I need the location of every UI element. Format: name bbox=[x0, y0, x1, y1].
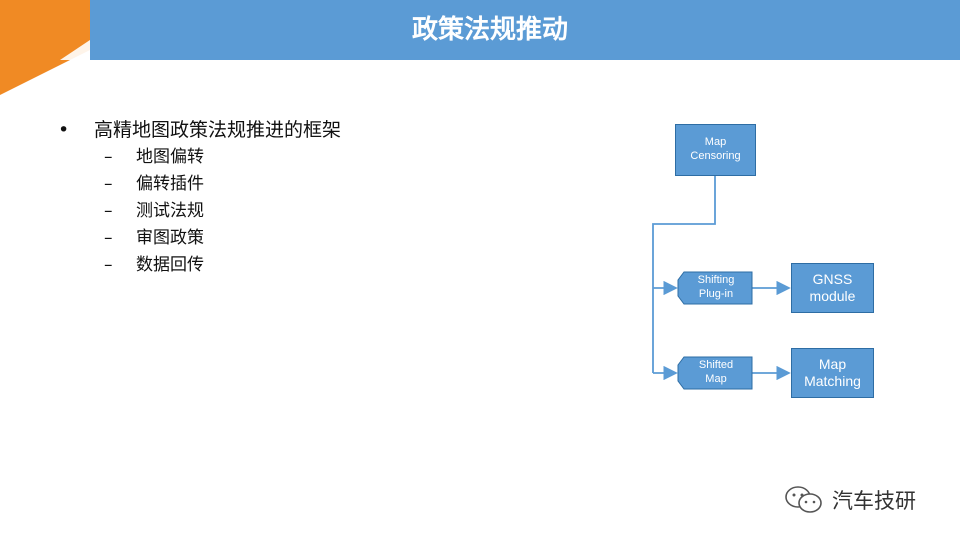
node-label: Plug-in bbox=[698, 288, 734, 300]
node-label: Map bbox=[705, 373, 727, 385]
node-label: Map bbox=[818, 355, 847, 372]
sub-marker: – bbox=[104, 174, 113, 194]
watermark-text: 汽车技研 bbox=[832, 489, 916, 513]
sub-item-text: 偏转插件 bbox=[136, 174, 204, 194]
map-censoring-node: Map Censoring bbox=[675, 124, 756, 176]
wechat-icon bbox=[785, 486, 822, 513]
page-title: 政策法规推动 bbox=[411, 15, 568, 45]
node-label: Matching bbox=[804, 373, 861, 389]
bullet-marker: • bbox=[58, 119, 70, 141]
bullet-main-text: 高精地图政策法规推进的框架 bbox=[94, 119, 342, 141]
node-label: GNSS bbox=[812, 270, 853, 287]
map-matching-node: Map Matching bbox=[791, 348, 874, 398]
sub-item-text: 测试法规 bbox=[136, 201, 204, 221]
node-label: Map bbox=[704, 136, 727, 149]
watermark: 汽车技研 bbox=[784, 482, 916, 518]
shifting-plugin-node: Shifting Plug-in bbox=[680, 272, 752, 304]
sub-marker: – bbox=[104, 147, 113, 167]
sub-item-text: 地图偏转 bbox=[136, 147, 204, 167]
node-label: Censoring bbox=[690, 150, 741, 162]
gnss-module-node: GNSS module bbox=[791, 263, 874, 313]
node-label: Shifting bbox=[697, 274, 735, 287]
sub-marker: – bbox=[104, 255, 113, 275]
node-label: module bbox=[809, 288, 856, 304]
sub-marker: – bbox=[104, 201, 113, 221]
header-bar bbox=[90, 0, 960, 60]
sub-marker: – bbox=[104, 228, 113, 248]
node-label: Shifted bbox=[698, 359, 734, 372]
sub-item-text: 数据回传 bbox=[136, 255, 204, 275]
shifted-map-node: Shifted Map bbox=[680, 357, 752, 389]
sub-item-text: 审图政策 bbox=[136, 228, 204, 248]
